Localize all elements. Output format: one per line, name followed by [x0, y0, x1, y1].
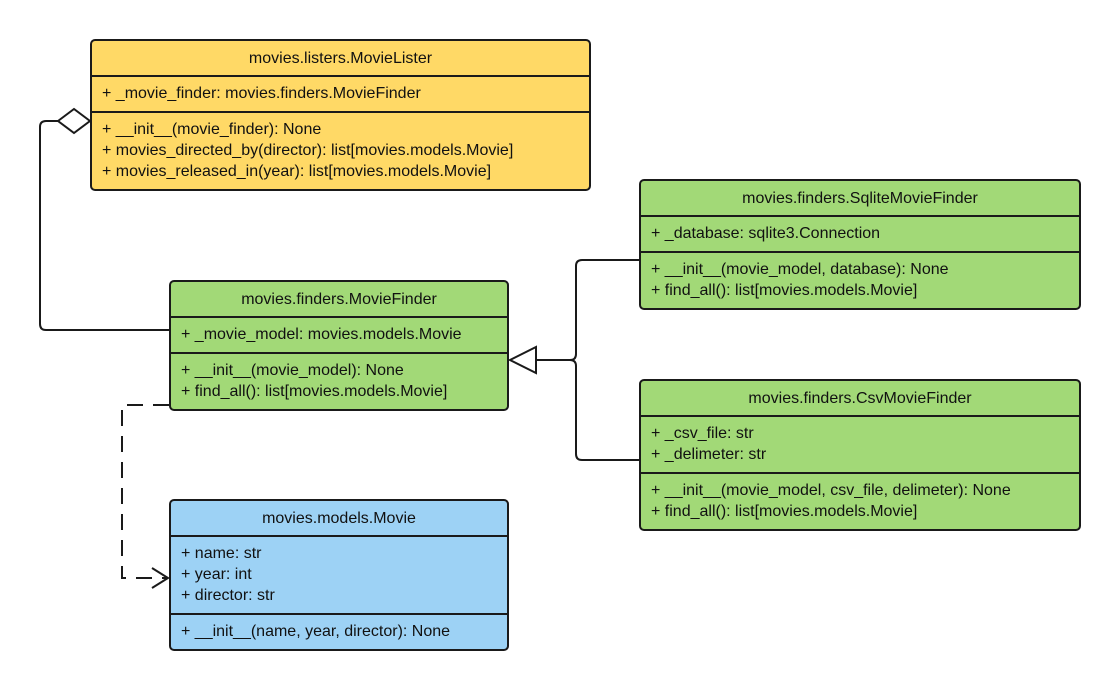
class-movie-lister[interactable]: movies.listers.MovieLister + _movie_find… — [90, 39, 591, 191]
methods-section: + __init__(name, year, director): None — [171, 613, 507, 649]
generalization-line-sqlite — [536, 259, 639, 361]
method: + movies_directed_by(director): list[mov… — [102, 142, 514, 159]
class-movie[interactable]: movies.models.Movie + name: str + year: … — [169, 499, 509, 651]
class-name: movies.listers.MovieLister — [92, 41, 589, 77]
class-csv-movie-finder[interactable]: movies.finders.CsvMovieFinder + _csv_fil… — [639, 379, 1081, 531]
attributes-section: + _movie_finder: movies.finders.MovieFin… — [92, 77, 589, 111]
attributes-section: + name: str + year: int + director: str — [171, 537, 507, 613]
method: + find_all(): list[movies.models.Movie] — [651, 282, 918, 299]
method: + __init__(movie_finder): None — [102, 121, 322, 138]
methods-section: + __init__(movie_finder): None + movies_… — [92, 111, 589, 189]
method: + __init__(name, year, director): None — [181, 623, 451, 640]
class-name: movies.finders.CsvMovieFinder — [641, 381, 1079, 417]
attributes-section: + _database: sqlite3.Connection — [641, 217, 1079, 251]
attribute: + name: str — [181, 545, 262, 562]
class-movie-finder[interactable]: movies.finders.MovieFinder + _movie_mode… — [169, 280, 509, 411]
method: + find_all(): list[movies.models.Movie] — [651, 503, 918, 520]
method: + __init__(movie_model, database): None — [651, 261, 949, 278]
attribute: + _delimeter: str — [651, 446, 767, 463]
attribute: + _database: sqlite3.Connection — [651, 225, 881, 242]
method: + __init__(movie_model, csv_file, delime… — [651, 482, 1011, 499]
attribute: + _movie_model: movies.models.Movie — [181, 326, 462, 343]
method: + movies_released_in(year): list[movies.… — [102, 163, 492, 180]
dependency-arrowhead-icon — [151, 567, 170, 589]
dependency-line — [121, 404, 169, 579]
attribute: + _csv_file: str — [651, 425, 754, 442]
methods-section: + __init__(movie_model, database): None … — [641, 251, 1079, 308]
class-name: movies.finders.MovieFinder — [171, 282, 507, 318]
class-name: movies.finders.SqliteMovieFinder — [641, 181, 1079, 217]
class-sqlite-movie-finder[interactable]: movies.finders.SqliteMovieFinder + _data… — [639, 179, 1081, 310]
aggregation-diamond-icon — [56, 107, 92, 135]
method: + find_all(): list[movies.models.Movie] — [181, 383, 448, 400]
attribute: + _movie_finder: movies.finders.MovieFin… — [102, 85, 421, 102]
attributes-section: + _csv_file: str + _delimeter: str — [641, 417, 1079, 472]
aggregation-line — [39, 120, 169, 331]
attribute: + year: int — [181, 566, 252, 583]
generalization-line-csv — [569, 359, 639, 461]
generalization-triangle-icon — [507, 345, 537, 375]
methods-section: + __init__(movie_model, csv_file, delime… — [641, 472, 1079, 529]
attribute: + director: str — [181, 587, 275, 604]
methods-section: + __init__(movie_model): None + find_all… — [171, 352, 507, 409]
attributes-section: + _movie_model: movies.models.Movie — [171, 318, 507, 352]
method: + __init__(movie_model): None — [181, 362, 404, 379]
class-name: movies.models.Movie — [171, 501, 507, 537]
